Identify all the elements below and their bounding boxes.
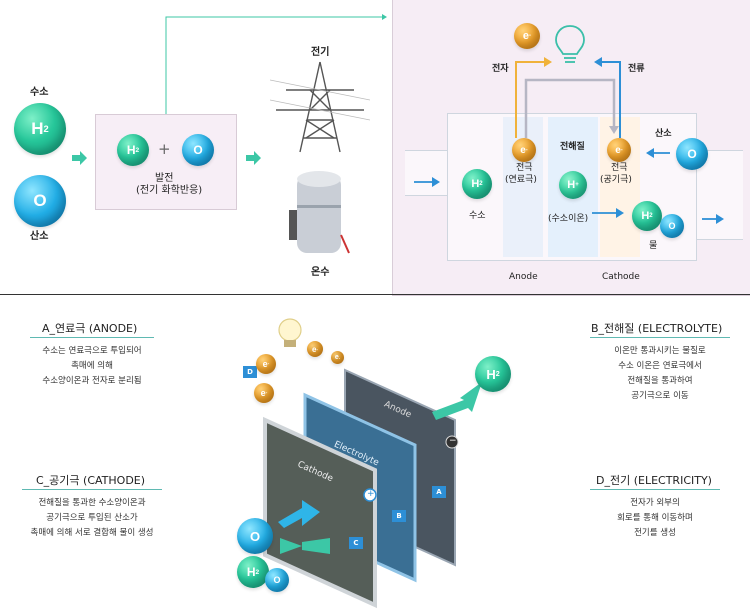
water-o-molecule: O (660, 214, 684, 238)
oxygen-label-right: 산소 (655, 129, 672, 139)
arrow-right-icon (246, 151, 261, 165)
anode-en-label: Anode (509, 272, 538, 282)
section-b-title: B_전해질 (ELECTROLYTE) (591, 322, 723, 335)
section-a-title: A_연료극 (ANODE) (42, 322, 138, 335)
section-a-line: 수소양이온과 전자로 분리됨 (42, 376, 142, 386)
hydrogen-label-top: 수소 (30, 87, 49, 98)
section-a-line: 촉매에 의해 (71, 361, 113, 371)
section-b-line: 이온만 통과시키는 물질로 (614, 346, 706, 356)
section-b-line: 공기극으로 이동 (631, 391, 689, 401)
anode-electron: e- (512, 138, 536, 162)
cell-inlet (405, 150, 447, 196)
stack-o-molecule: O (237, 518, 273, 554)
connector-line (165, 16, 382, 114)
section-d-underline (590, 489, 720, 490)
tag-a: A (432, 486, 446, 498)
section-c-line: 전해질을 통과한 수소양이온과 (38, 498, 146, 508)
section-divider (0, 294, 750, 295)
electrolyte-label: 전해질 (560, 142, 585, 152)
anode-electrode-sub: (연료극) (505, 175, 537, 185)
fuel-cell-stack-illustration (263, 318, 482, 609)
cell-oxygen-molecule: O (676, 138, 708, 170)
section-b-line: 수소 이온은 연료극에서 (618, 361, 702, 371)
section-a-line: 수소는 연료극으로 투입되어 (42, 346, 142, 356)
section-c-line: 공기극으로 투입된 산소가 (46, 513, 138, 523)
tag-c: C (349, 537, 363, 549)
water-label: 물 (649, 241, 658, 251)
positive-sign: + (367, 489, 375, 499)
section-a-desc: 수소는 연료극으로 투입되어 촉매에 의해 수소양이온과 전자로 분리됨 (30, 344, 154, 389)
cathode-arrow-icon (278, 500, 320, 528)
section-c-desc: 전해질을 통과한 수소양이온과 공기극으로 투입된 산소가 촉매에 의해 서로 … (22, 496, 162, 541)
hot-water-label: 온수 (311, 267, 330, 278)
stack-water-o: O (265, 568, 289, 592)
hydrogen-in-arrow-icon (432, 382, 482, 420)
section-d-title: D_전기 (ELECTRICITY) (596, 474, 712, 487)
flow-arrows-top-left (72, 14, 387, 165)
cathode-electron: e- (607, 138, 631, 162)
tag-b: B (392, 510, 406, 522)
circuit-lines (414, 57, 724, 224)
section-d-line: 전기를 생성 (634, 528, 676, 538)
hydrogen-ion-label: (수소이온) (548, 214, 589, 224)
negative-sign: − (449, 436, 457, 446)
section-c-title: C_공기극 (CATHODE) (36, 474, 146, 487)
stack-electron-2: e- (254, 383, 274, 403)
section-d-line: 전자가 외부의 (630, 498, 680, 508)
oxygen-label-top: 산소 (30, 231, 49, 242)
generation-box (95, 114, 237, 210)
water-heater-icon (289, 171, 350, 254)
gen-o-molecule: O (182, 134, 214, 166)
lightbulb-icon (555, 25, 585, 63)
stack-electron-1: e- (256, 354, 276, 374)
tag-d: D (243, 366, 257, 378)
section-d-line: 회로를 통해 이동하며 (617, 513, 693, 523)
electron-label: 전자 (492, 64, 509, 74)
negative-terminal-icon (445, 435, 459, 449)
cathode-en-label: Cathode (602, 272, 640, 282)
cathode-electrode-sub: (공기극) (600, 175, 632, 185)
cathode-plate (263, 416, 377, 609)
electricity-label: 전기 (311, 47, 330, 58)
cathode-electrode-label: 전극 (611, 163, 628, 173)
section-d-desc: 전자가 외부의 회로를 통해 이동하며 전기를 생성 (590, 496, 720, 541)
section-b-underline (590, 337, 730, 338)
hydrogen-ion: H+ (559, 171, 587, 199)
section-c-underline (22, 489, 162, 490)
bulb-icon (278, 318, 302, 342)
top-electron-molecule: e- (514, 23, 540, 49)
section-b-line: 전해질을 통과하여 (627, 376, 693, 386)
cell-outlet (697, 150, 743, 240)
power-tower-icon (270, 61, 370, 153)
oxygen-molecule: O (14, 175, 66, 227)
current-label: 전류 (628, 64, 645, 74)
oxygen-in-arrow-icon (280, 538, 330, 554)
section-c-line: 촉매에 의해 서로 결합해 물이 생성 (30, 528, 154, 538)
arrow-right-icon (72, 151, 87, 165)
cell-hydrogen-label: 수소 (469, 211, 486, 221)
anode-electrode-label: 전극 (516, 163, 533, 173)
section-b-desc: 이온만 통과시키는 물질로 수소 이온은 연료극에서 전해질을 통과하여 공기극… (590, 344, 730, 404)
positive-terminal-icon (363, 488, 377, 502)
plus-sign: + (158, 140, 171, 158)
section-a-underline (30, 337, 154, 338)
arrow-right-icon (382, 14, 387, 20)
generation-subtitle: (전기 화학반응) (136, 185, 203, 196)
stack-electron-4: e- (331, 351, 344, 364)
stack-electron-3: e- (307, 341, 323, 357)
generation-title: 발전 (155, 173, 174, 184)
